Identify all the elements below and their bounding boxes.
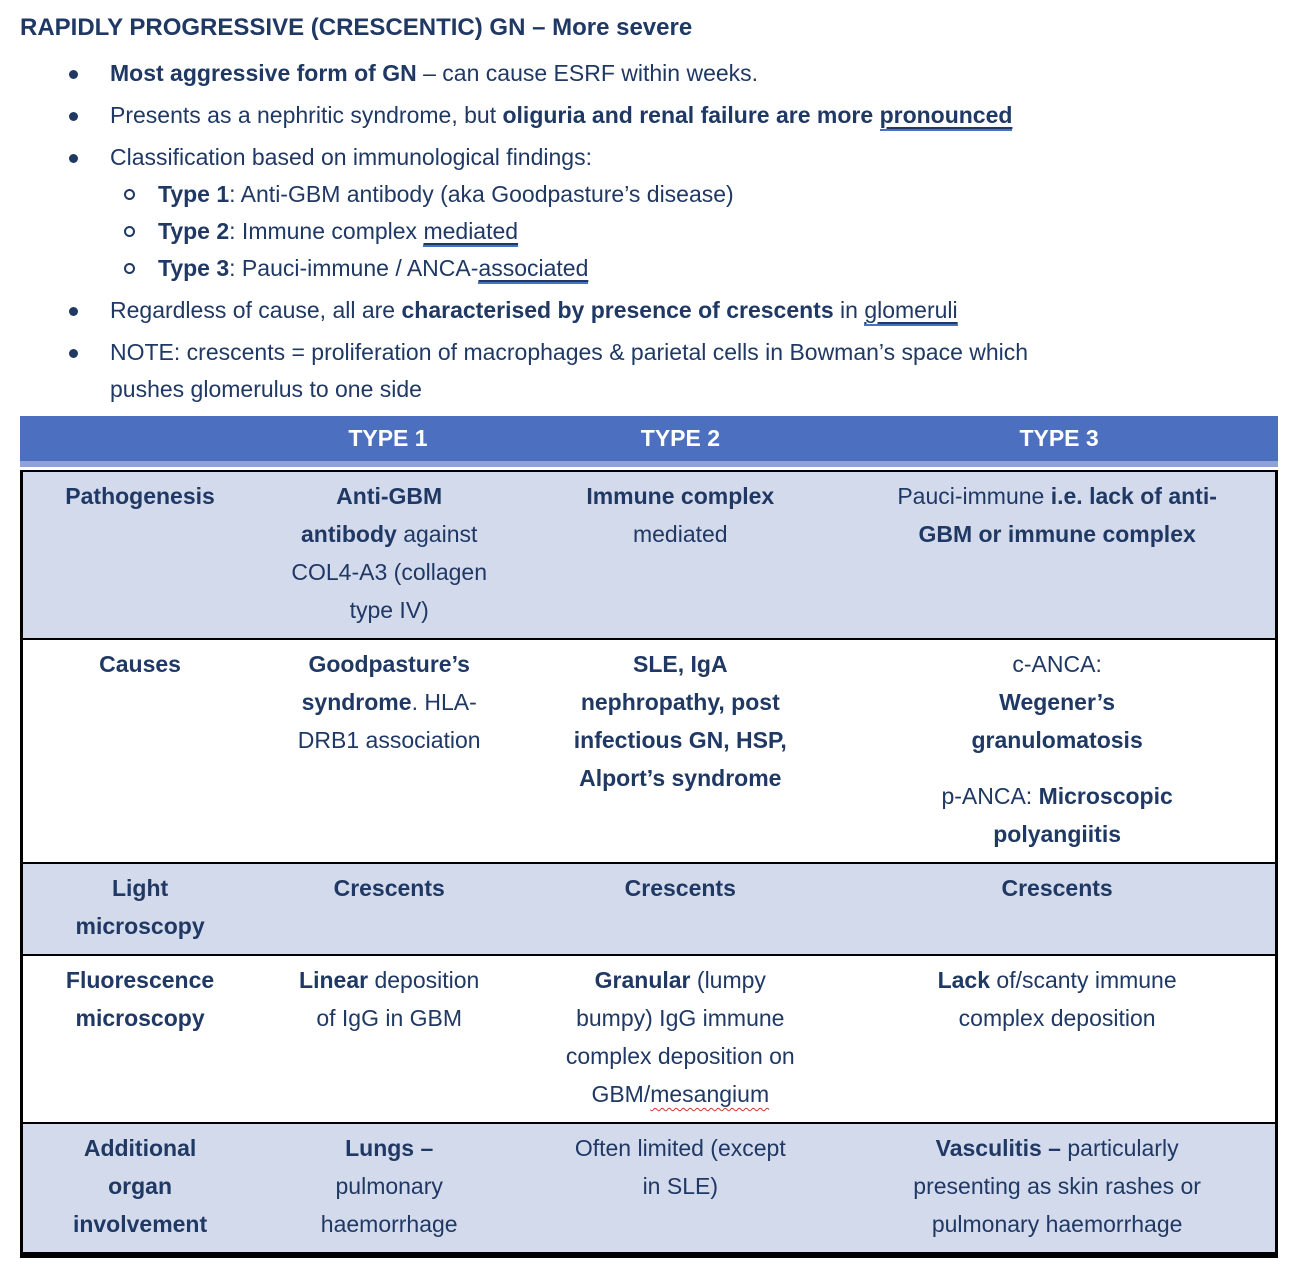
bullet-item: Type 3: Pauci-immune / ANCA-associated xyxy=(20,250,1278,287)
bullet-item: Presents as a nephritic syndrome, but ol… xyxy=(20,97,1278,134)
bullet-item: Type 2: Immune complex mediated xyxy=(20,213,1278,250)
column-header-type3: TYPE 3 xyxy=(1019,425,1099,451)
bullet-text: Presents as a nephritic syndrome, but ol… xyxy=(110,102,1013,131)
type2-cell: Crescents xyxy=(624,875,736,901)
bullet-text: Classification based on immunological fi… xyxy=(110,144,592,170)
bullet-text: Regardless of cause, all are characteris… xyxy=(110,297,958,326)
bullet-marker-icon xyxy=(69,70,78,79)
bullet-marker-icon xyxy=(124,263,135,274)
bullet-item: Classification based on immunological fi… xyxy=(20,139,1278,176)
bullet-item: Most aggressive form of GN – can cause E… xyxy=(20,55,1278,92)
type3-cell: Crescents xyxy=(1001,875,1113,901)
bullet-text: Type 2: Immune complex mediated xyxy=(158,218,519,247)
row-label-cell: Causes xyxy=(99,651,181,677)
bullet-text: NOTE: crescents = proliferation of macro… xyxy=(110,339,1029,402)
bullet-text: Type 1: Anti-GBM antibody (aka Goodpastu… xyxy=(158,181,734,207)
bullet-text: Most aggressive form of GN – can cause E… xyxy=(110,60,759,86)
bullet-marker-icon xyxy=(69,349,78,358)
bullet-item: Type 1: Anti-GBM antibody (aka Goodpastu… xyxy=(20,176,1278,213)
type1-cell: Crescents xyxy=(333,875,445,901)
rpgn-comparison-table: TYPE 1 TYPE 2 TYPE 3 Pathogenesis Anti-G… xyxy=(20,416,1278,1258)
column-header-type2: TYPE 2 xyxy=(640,425,721,451)
row-label-cell: Pathogenesis xyxy=(65,483,215,509)
bullet-item: NOTE: crescents = proliferation of macro… xyxy=(20,334,1278,408)
bullet-text: Type 3: Pauci-immune / ANCA-associated xyxy=(158,255,589,284)
bullet-item: Regardless of cause, all are characteris… xyxy=(20,292,1278,329)
type3-cell: Pauci-immune i.e. lack of anti-GBM or im… xyxy=(897,483,1217,547)
column-header-type1: TYPE 1 xyxy=(348,425,428,451)
bullet-marker-icon xyxy=(69,307,78,316)
bullet-marker-icon xyxy=(69,154,78,163)
page-title: RAPIDLY PROGRESSIVE (CRESCENTIC) GN – Mo… xyxy=(20,14,693,41)
table-header-row: TYPE 1 TYPE 2 TYPE 3 xyxy=(20,416,1278,467)
bullet-marker-icon xyxy=(69,112,78,121)
intro-bullet-list: Most aggressive form of GN – can cause E… xyxy=(20,55,1278,408)
bullet-marker-icon xyxy=(124,226,135,237)
bullet-marker-icon xyxy=(124,189,135,200)
